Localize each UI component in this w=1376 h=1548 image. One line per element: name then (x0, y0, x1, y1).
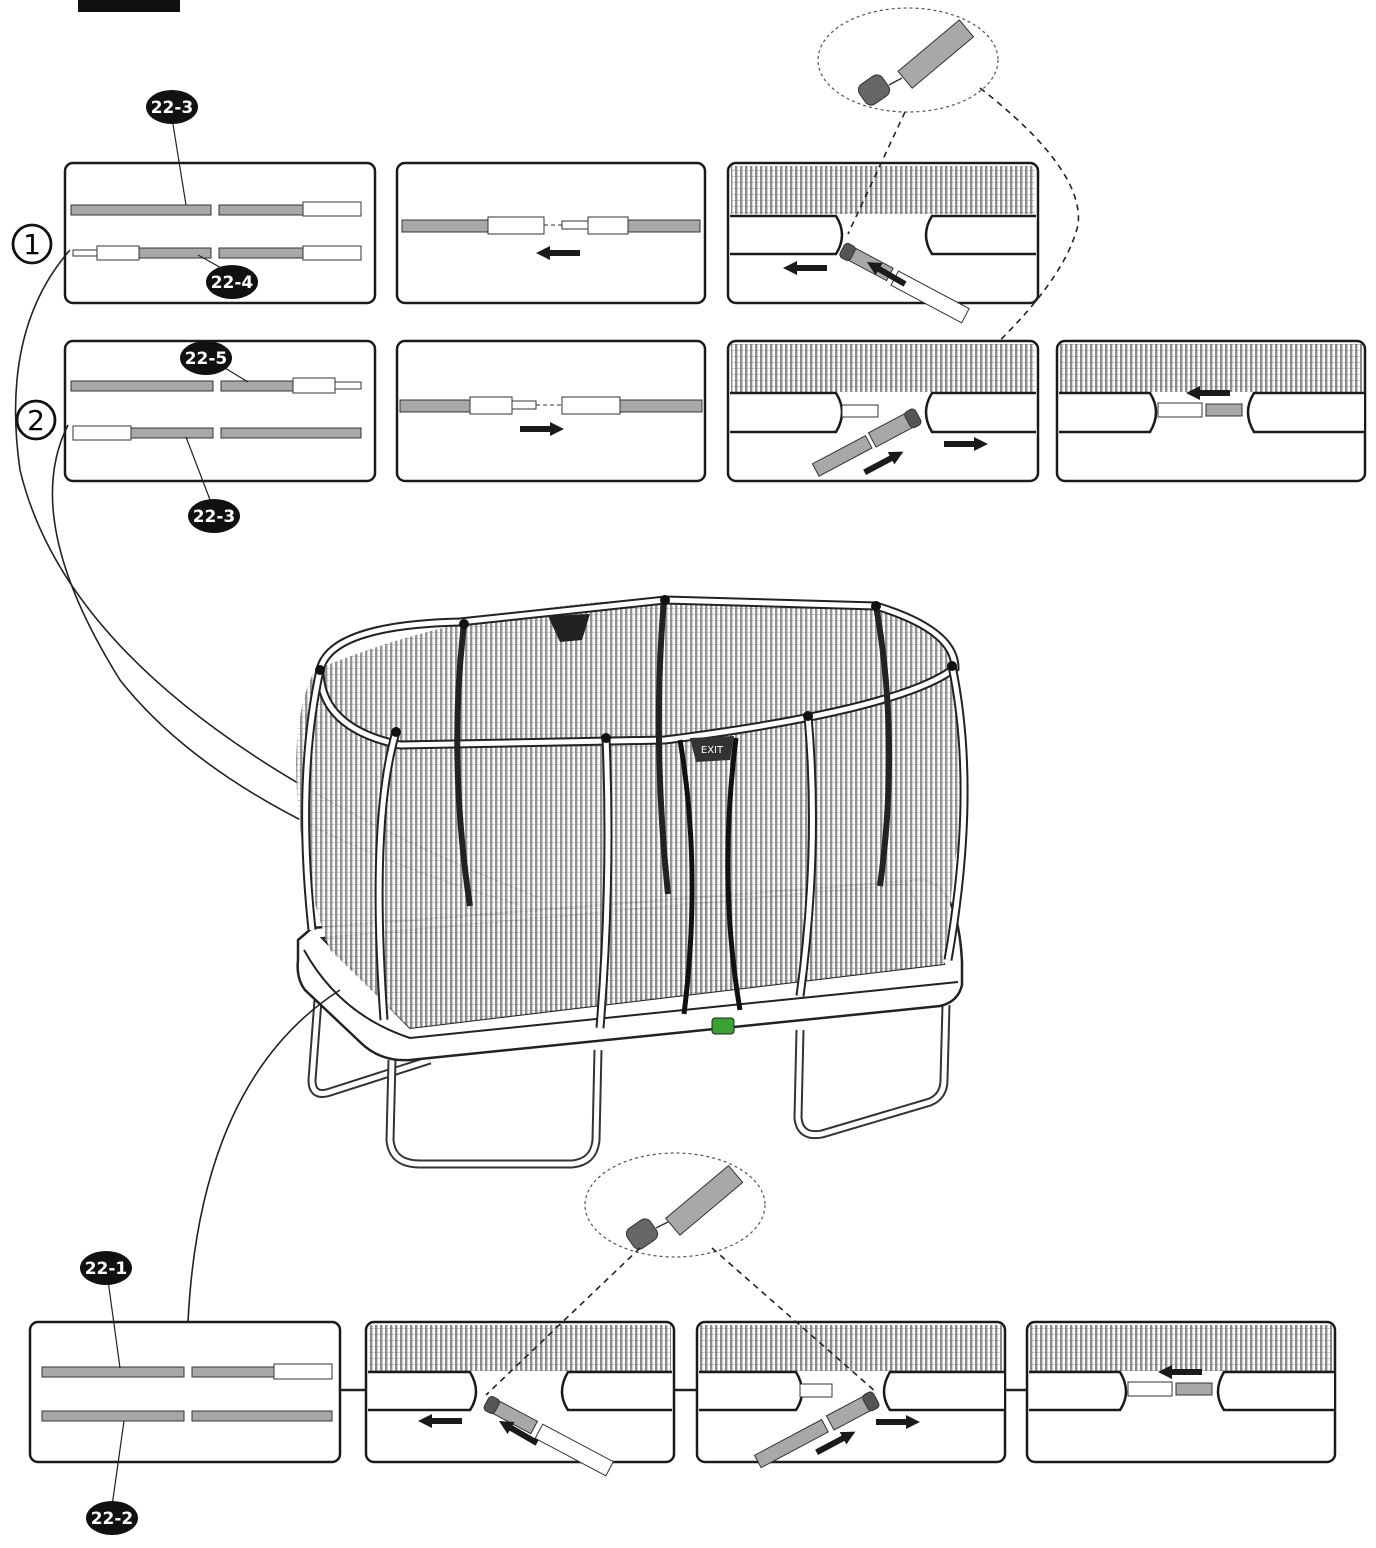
svg-text:22-5: 22-5 (185, 349, 228, 369)
tube-22-3a (70, 204, 212, 216)
bottom-panel-parts (28, 1320, 342, 1464)
svg-text:22-4: 22-4 (211, 273, 254, 293)
svg-text:22-3: 22-3 (151, 98, 194, 118)
tip (72, 249, 98, 257)
row1-panel-insert (726, 161, 1040, 324)
label-22-3-bottom: 22-3 (185, 436, 240, 533)
trampoline: EXIT (296, 595, 969, 1169)
tube-22-4b (218, 247, 306, 259)
svg-text:22-1: 22-1 (85, 1259, 128, 1279)
detail-bubble-top (817, 7, 999, 113)
end-cap-icon (904, 408, 922, 429)
tube-22-4a (138, 247, 212, 259)
svg-text:22-3: 22-3 (193, 507, 236, 527)
end-cap-icon (862, 1391, 880, 1412)
label-22-2: 22-2 (86, 1420, 138, 1535)
sleeve (96, 245, 140, 261)
row1-panel-join (395, 161, 707, 305)
svg-text:22-2: 22-2 (91, 1509, 134, 1529)
bottom-panel-done (1025, 1320, 1337, 1464)
row2-panel-insert (726, 339, 1040, 483)
svg-text:1: 1 (23, 228, 41, 261)
end-cap-icon (839, 242, 856, 261)
end-cap-icon (483, 1396, 500, 1414)
step-marker-1: 1 (11, 223, 53, 265)
label-22-1: 22-1 (80, 1251, 132, 1369)
header-tab (78, 0, 180, 12)
step-marker-2: 2 (15, 399, 57, 441)
label-22-5: 22-5 (180, 341, 249, 383)
logo-green (711, 1017, 735, 1035)
row2-panel-parts (63, 339, 377, 483)
end-cap-icon (625, 1218, 659, 1250)
label-22-4: 22-4 (197, 254, 258, 299)
brand-mark: EXIT (701, 745, 724, 756)
tube-22-3b (218, 204, 306, 216)
bottom-panel-insert-left (364, 1320, 676, 1477)
detail-bubble-bottom (584, 1152, 766, 1258)
bottom-panel-insert-right (695, 1320, 1007, 1469)
svg-text:2: 2 (27, 404, 45, 437)
row2-panel-done (1055, 339, 1367, 483)
end-cap-icon (857, 74, 891, 106)
label-22-3-top: 22-3 (146, 90, 198, 206)
row1-panel-parts (63, 161, 377, 305)
sleeve (302, 245, 362, 261)
row2-panel-join (395, 339, 707, 483)
sleeve (302, 201, 362, 217)
